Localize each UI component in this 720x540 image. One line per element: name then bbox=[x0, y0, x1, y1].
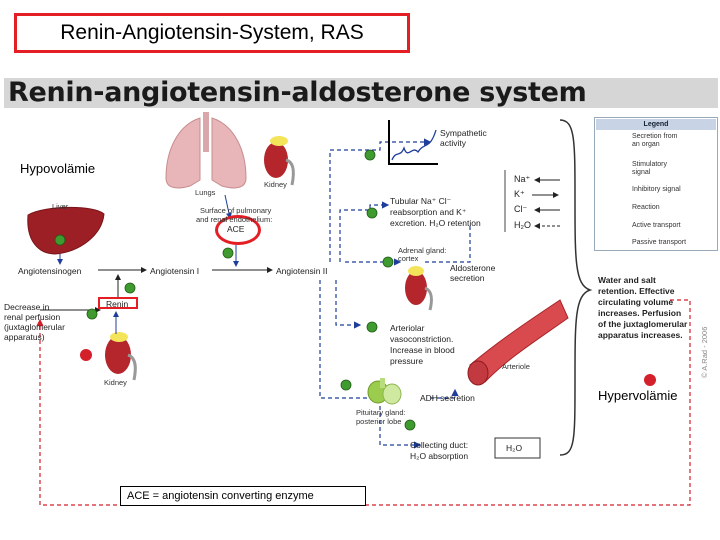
sympathetic-activity-trace bbox=[391, 129, 437, 161]
lungs-illustration bbox=[165, 112, 247, 189]
slide-title: Renin-Angiotensin-System, RAS bbox=[14, 13, 410, 53]
arteriolar-label-line2: vasoconstriction. bbox=[390, 334, 454, 344]
inhibitory-feedback-path bbox=[36, 299, 691, 506]
surface-label-line1: Surface of pulmonary bbox=[200, 206, 272, 215]
effect-line: increases. Perfusion bbox=[598, 308, 682, 318]
hypervolaemia-label: Hypervolämie bbox=[598, 388, 678, 403]
effect-line: apparatus increases. bbox=[598, 330, 683, 340]
adrenal-kidney-illustration bbox=[405, 266, 433, 311]
decrease-label-line3: (juxtaglomerular bbox=[4, 322, 65, 332]
legend-item-stimulatory-line2: signal bbox=[632, 169, 651, 176]
inhibitory-signal-marker-right bbox=[644, 374, 656, 386]
collecting-label-line2: H₂O absorption bbox=[410, 451, 469, 461]
arteriole-illustration bbox=[467, 299, 569, 386]
aldosterone-label-line1: Aldosterone bbox=[450, 263, 496, 273]
legend-item-passive-transport: Passive transport bbox=[632, 239, 687, 246]
arteriole-label: Arteriole bbox=[502, 362, 530, 371]
arteriolar-label-line3: Increase in blood bbox=[390, 345, 455, 355]
legend-item-secretion-line1: Secretion from bbox=[632, 133, 678, 140]
ion-na-label: Na⁺ bbox=[514, 174, 531, 184]
kidney-top-illustration bbox=[264, 136, 295, 186]
lungs-label: Lungs bbox=[195, 188, 216, 197]
renin-label: Renin bbox=[106, 299, 129, 309]
renin-highlight-box bbox=[98, 297, 138, 309]
stimulatory-signal-paths bbox=[319, 138, 471, 449]
sympathetic-label-line2: activity bbox=[440, 138, 466, 148]
angiotensinogen-label: Angiotensinogen bbox=[18, 266, 82, 276]
pituitary-illustration bbox=[367, 378, 402, 405]
legend-item-inhibitory: Inhibitory signal bbox=[632, 186, 681, 193]
ace-definition-note: ACE = angiotensin converting enzyme bbox=[120, 486, 366, 506]
liver-illustration bbox=[27, 206, 105, 255]
legend-item-stimulatory-line1: Stimulatory bbox=[632, 161, 668, 168]
legend-item-active-transport: Active transport bbox=[632, 222, 681, 229]
legend-box bbox=[594, 117, 718, 251]
effect-description: Water and salt retention. Effective circ… bbox=[598, 275, 687, 341]
effect-line: retention. Effective bbox=[598, 286, 675, 296]
angiotensin-i-label: Angiotensin I bbox=[150, 266, 200, 276]
stimulatory-markers bbox=[54, 149, 416, 431]
surface-label-line2: and renal endothelium: bbox=[196, 215, 273, 224]
kidney-top-label: Kidney bbox=[264, 180, 287, 189]
collecting-duct-box bbox=[494, 437, 541, 459]
h2o-box-label: H₂O bbox=[506, 443, 523, 453]
angiotensin-ii-label: Angiotensin II bbox=[276, 266, 328, 276]
collecting-label-line1: Collecting duct: bbox=[410, 440, 469, 450]
sympathetic-activity-chart-axes bbox=[388, 120, 438, 165]
legend-item-secretion-line2: an organ bbox=[632, 141, 660, 148]
aldosterone-label-line2: secretion bbox=[450, 273, 485, 283]
decrease-label-line2: renal perfusion bbox=[4, 312, 61, 322]
ion-transport-arrows bbox=[532, 177, 560, 229]
header-bar bbox=[4, 78, 718, 108]
inhibitory-signal-marker bbox=[80, 349, 92, 361]
adrenal-label-line1: Adrenal gland: bbox=[398, 246, 447, 255]
tubular-label-line3: excretion. H₂O retention bbox=[390, 218, 481, 228]
pituitary-label-line2: posterior lobe bbox=[356, 417, 402, 426]
adh-label: ADH secretion bbox=[420, 393, 475, 403]
kidney-bottom-illustration bbox=[105, 332, 137, 381]
ace-highlight-circle bbox=[215, 215, 261, 245]
arteriolar-label-line4: pressure bbox=[390, 356, 424, 366]
liver-label: Liver bbox=[52, 202, 69, 211]
pituitary-label-line1: Pituitary gland: bbox=[356, 408, 406, 417]
legend-title: Legend bbox=[596, 119, 716, 130]
tubular-label-line2: reabsorption and K⁺ bbox=[390, 207, 467, 217]
ace-label: ACE bbox=[227, 224, 245, 234]
kidney-bottom-label: Kidney bbox=[104, 378, 127, 387]
ion-h2o-label: H₂O bbox=[514, 220, 531, 230]
effect-line: Water and salt bbox=[598, 275, 656, 285]
hypovolaemia-label: Hypovolämie bbox=[20, 161, 96, 176]
decrease-label-line4: apparatus) bbox=[4, 332, 45, 342]
ion-cl-label: Cl⁻ bbox=[514, 204, 528, 214]
sympathetic-label-line1: Sympathetic bbox=[440, 128, 487, 138]
decrease-label-line1: Decrease in bbox=[4, 302, 50, 312]
diagram-header: Renin-angiotensin-aldosterone system bbox=[8, 77, 587, 108]
effect-line: circulating volume bbox=[598, 297, 674, 307]
copyright-watermark: © A.Rad - 2006 bbox=[700, 326, 709, 378]
tubular-label-line1: Tubular Na⁺ Cl⁻ bbox=[390, 196, 452, 206]
arteriolar-label-line1: Arteriolar bbox=[390, 323, 425, 333]
legend-item-reaction: Reaction bbox=[632, 204, 660, 211]
effect-line: of the juxtaglomerular bbox=[598, 319, 688, 329]
ion-k-label: K⁺ bbox=[514, 189, 525, 199]
adrenal-label-line2: cortex bbox=[398, 254, 419, 263]
effect-brace bbox=[559, 119, 593, 456]
